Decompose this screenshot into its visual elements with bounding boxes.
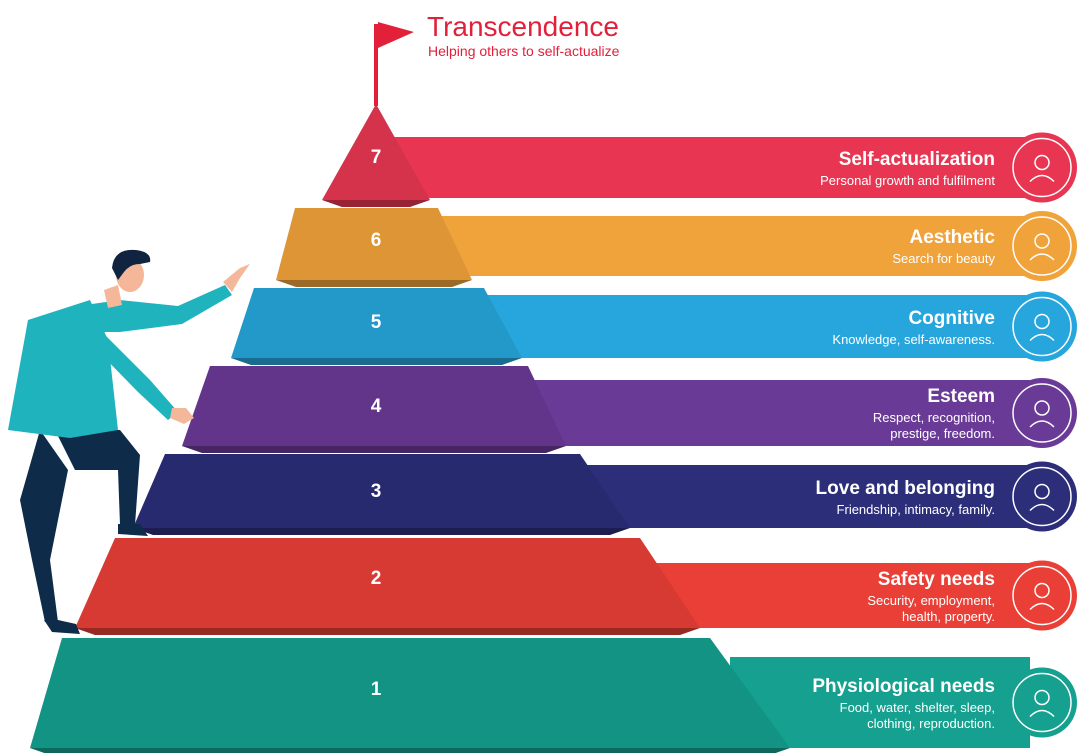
level-number-1: 1	[370, 679, 382, 700]
pyramid-level-2	[75, 538, 1077, 635]
pyramid-level-1	[30, 638, 1077, 753]
level-description-6: Search for beauty	[892, 251, 995, 266]
level-title-1: Physiological needs	[812, 675, 995, 697]
level-title-4: Esteem	[927, 386, 995, 407]
level-band-5	[462, 295, 1030, 358]
house-food-icon	[1012, 672, 1072, 733]
level-description-2-line2: health, property.	[902, 608, 995, 624]
pyramid-level-3	[133, 454, 1077, 535]
level-slab-4	[182, 366, 566, 446]
level-number-6: 6	[370, 230, 382, 251]
level-title-2: Safety needs	[877, 568, 995, 590]
pyramid-level-7	[322, 104, 1077, 207]
climbing-man-icon	[8, 249, 250, 634]
level-description-5: Knowledge, self-awareness.	[832, 331, 995, 347]
flag-icon	[374, 22, 414, 106]
level-description-1-line2: clothing, reproduction.	[867, 715, 995, 731]
level-band-3	[570, 465, 1030, 528]
level-description-4: Respect, recognition,	[872, 410, 995, 425]
hand-heart-icon	[1012, 466, 1072, 527]
level-description-3: Friendship, intimacy, family.	[836, 501, 995, 517]
level-description-4-line2: prestige, freedom.	[890, 426, 995, 441]
level-band-6	[412, 216, 1030, 276]
level-slab-5	[231, 288, 522, 358]
level-number-4: 4	[370, 396, 382, 417]
pyramid-level-5	[231, 288, 1077, 365]
level-slab-7	[322, 104, 430, 200]
level-title-6: Aesthetic	[909, 227, 995, 248]
padlock-icon	[1012, 565, 1072, 626]
eye-art-icon	[1012, 216, 1072, 276]
level-description-1: Food, water, shelter, sleep,	[839, 699, 995, 715]
level-description-7: Personal growth and fulfilment	[820, 172, 995, 188]
level-slab-2	[75, 538, 700, 628]
level-band-2	[640, 563, 1030, 628]
pyramid-level-6	[276, 208, 1077, 287]
level-band-7	[370, 137, 1030, 198]
level-slab-1	[30, 638, 790, 748]
level-description-2: Security, employment,	[867, 592, 995, 608]
person-icon	[1012, 137, 1072, 198]
level-number-2: 2	[370, 568, 382, 589]
level-title-5: Cognitive	[908, 307, 995, 329]
level-band-1	[730, 657, 1030, 748]
transcendence-subtitle: Helping others to self-actualize	[428, 43, 620, 59]
head-gears-icon	[1012, 296, 1072, 357]
level-title-3: Love and belonging	[815, 477, 995, 499]
transcendence-title: Transcendence	[427, 11, 619, 42]
level-number-5: 5	[370, 312, 382, 333]
level-slab-6	[276, 208, 472, 280]
level-title-7: Self-actualization	[838, 148, 995, 170]
level-number-7: 7	[370, 147, 382, 168]
level-number-3: 3	[370, 481, 382, 502]
handshake-icon	[1012, 383, 1072, 443]
level-band-4	[506, 380, 1030, 446]
level-slab-3	[133, 454, 630, 528]
pyramid-level-4	[182, 366, 1077, 453]
